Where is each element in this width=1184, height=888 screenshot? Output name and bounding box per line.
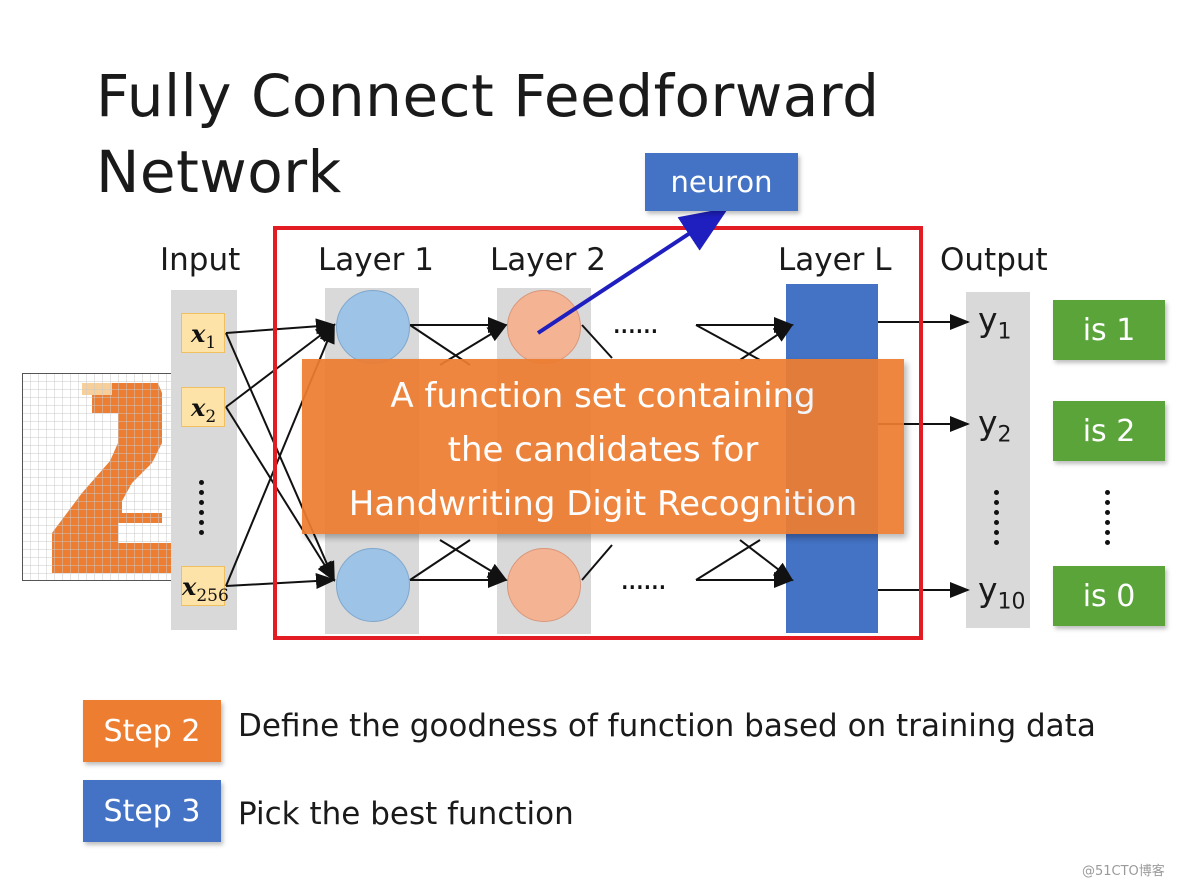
step-2-text: Define the goodness of function based on… [238, 708, 1096, 744]
title-line-2: Network [96, 138, 342, 206]
hidden-ellipsis-bottom: ...... [620, 562, 667, 597]
layer2-label: Layer 2 [490, 242, 607, 278]
output-y10: y10 [978, 570, 1026, 615]
output-label: Output [940, 242, 1048, 278]
input-x1: x1 [181, 313, 225, 353]
input-ellipsis [199, 480, 205, 540]
watermark: @51CTO博客 [1082, 864, 1165, 879]
class-is-1: is 1 [1053, 300, 1165, 360]
class-is-2: is 2 [1053, 401, 1165, 461]
layer1-neuron-top [336, 290, 410, 364]
input-x2-label: x2 [191, 393, 217, 427]
digit-image [22, 373, 172, 581]
output-ellipsis [994, 490, 1000, 550]
input-label: Input [160, 242, 241, 278]
output-column [966, 292, 1030, 628]
layer1-neuron-bottom [336, 548, 410, 622]
step-3-text: Pick the best function [238, 796, 574, 832]
title-line-1: Fully Connect Feedforward [96, 62, 880, 130]
class-ellipsis [1105, 490, 1111, 550]
input-x256-label: x256 [182, 572, 229, 606]
output-y1: y1 [978, 300, 1012, 345]
function-set-line-1: A function set containing [390, 376, 816, 416]
neuron-label-box: neuron [645, 153, 798, 211]
input-x256: x256 [181, 566, 229, 606]
layer2-neuron-bottom [507, 548, 581, 622]
layer1-label: Layer 1 [318, 242, 435, 278]
step-3-badge: Step 3 [83, 780, 221, 842]
function-set-line-3: Handwriting Digit Recognition [348, 484, 858, 524]
class-is-0: is 0 [1053, 566, 1165, 626]
slide-title: Fully Connect Feedforward Network [96, 58, 879, 210]
layer-l-label: Layer L [778, 242, 892, 278]
input-x1-label: x1 [191, 319, 217, 353]
function-set-box: A function set containing the candidates… [302, 359, 904, 534]
input-x2: x2 [181, 387, 225, 427]
output-y2: y2 [978, 403, 1012, 448]
step-2-badge: Step 2 [83, 700, 221, 762]
function-set-frame [273, 226, 923, 640]
function-set-line-2: the candidates for [447, 430, 759, 470]
hidden-ellipsis-top: ...... [612, 306, 659, 341]
